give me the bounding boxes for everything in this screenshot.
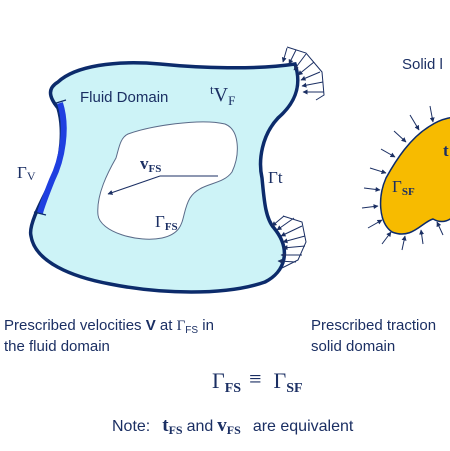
left-caption-bold-v: V [145, 317, 156, 334]
note-and: and [186, 418, 214, 435]
equation-lhs-subscript: FS [224, 381, 242, 396]
right-caption-line2: solid domain [311, 338, 396, 355]
interface-equation: ΓFS≡ΓSF [212, 366, 303, 396]
equation-rhs-subscript: SF [286, 381, 303, 396]
note-v-symbol: v [217, 415, 227, 436]
left-caption-text-a: Prescribed velocities [4, 317, 146, 334]
velocity-boundary-tick-top [52, 99, 67, 105]
fluid-domain-label: Fluid Domain [80, 89, 169, 106]
gamma-sf-symbol: Γ [392, 177, 402, 196]
left-caption-text-c: in [198, 317, 214, 334]
note-t-symbol: t [162, 415, 169, 436]
gamma-fs-label: ΓFS [155, 212, 178, 233]
note-prefix: Note: [112, 418, 151, 435]
solid-domain-title: Solid l [402, 56, 443, 73]
fluid-subscript: F [228, 93, 236, 108]
time-superscript: t [210, 82, 214, 97]
vfs-subscript: FS [148, 163, 162, 175]
left-caption-text-b: at [155, 317, 177, 334]
gamma-t-label: Γt [268, 168, 283, 187]
gamma-v-label: ΓV [17, 163, 36, 183]
gamma-sf-subscript: SF [401, 186, 415, 198]
gamma-v-subscript: V [26, 169, 36, 183]
left-caption-line1: Prescribed velocities V at ΓFS in [4, 316, 214, 338]
velocity-boundary-tick-bottom [33, 211, 47, 216]
vfs-symbol: v [140, 154, 149, 173]
velocity-boundary [37, 102, 67, 214]
solid-traction-label: t [443, 141, 449, 160]
gamma-v-symbol: Γ [17, 163, 27, 182]
equation-rhs-symbol: Γ [273, 368, 287, 393]
left-caption-line2: the fluid domain [4, 338, 110, 355]
equation-lhs-symbol: Γ [212, 368, 225, 393]
gamma-fs-symbol: Γ [155, 212, 165, 231]
fluid-volume-label: tVF [210, 82, 236, 108]
solid-traction-arrows [361, 105, 444, 251]
gamma-fs-subscript: FS [164, 221, 178, 233]
vfs-label: vFS [140, 154, 162, 175]
right-caption-line1: Prescribed traction [311, 317, 437, 334]
note-suffix: are equivalent [252, 418, 354, 435]
gamma-sf-label: ΓSF [392, 177, 415, 198]
fs-interface-shape [97, 121, 238, 240]
solid-domain-shape [379, 117, 450, 235]
left-caption-gamma-sub: FS [185, 325, 199, 336]
traction-arrows-bottom [271, 215, 307, 269]
note-v-subscript: FS [226, 423, 241, 437]
traction-arrows-top [281, 46, 325, 101]
note-line: Note: tFS and vFS are equivalent [112, 415, 353, 437]
left-caption-gamma: Γ [176, 318, 186, 334]
volume-symbol: V [213, 84, 229, 106]
vfs-vector [107, 175, 218, 195]
equivalence-symbol: ≡ [249, 366, 262, 391]
note-t-subscript: FS [168, 423, 183, 437]
